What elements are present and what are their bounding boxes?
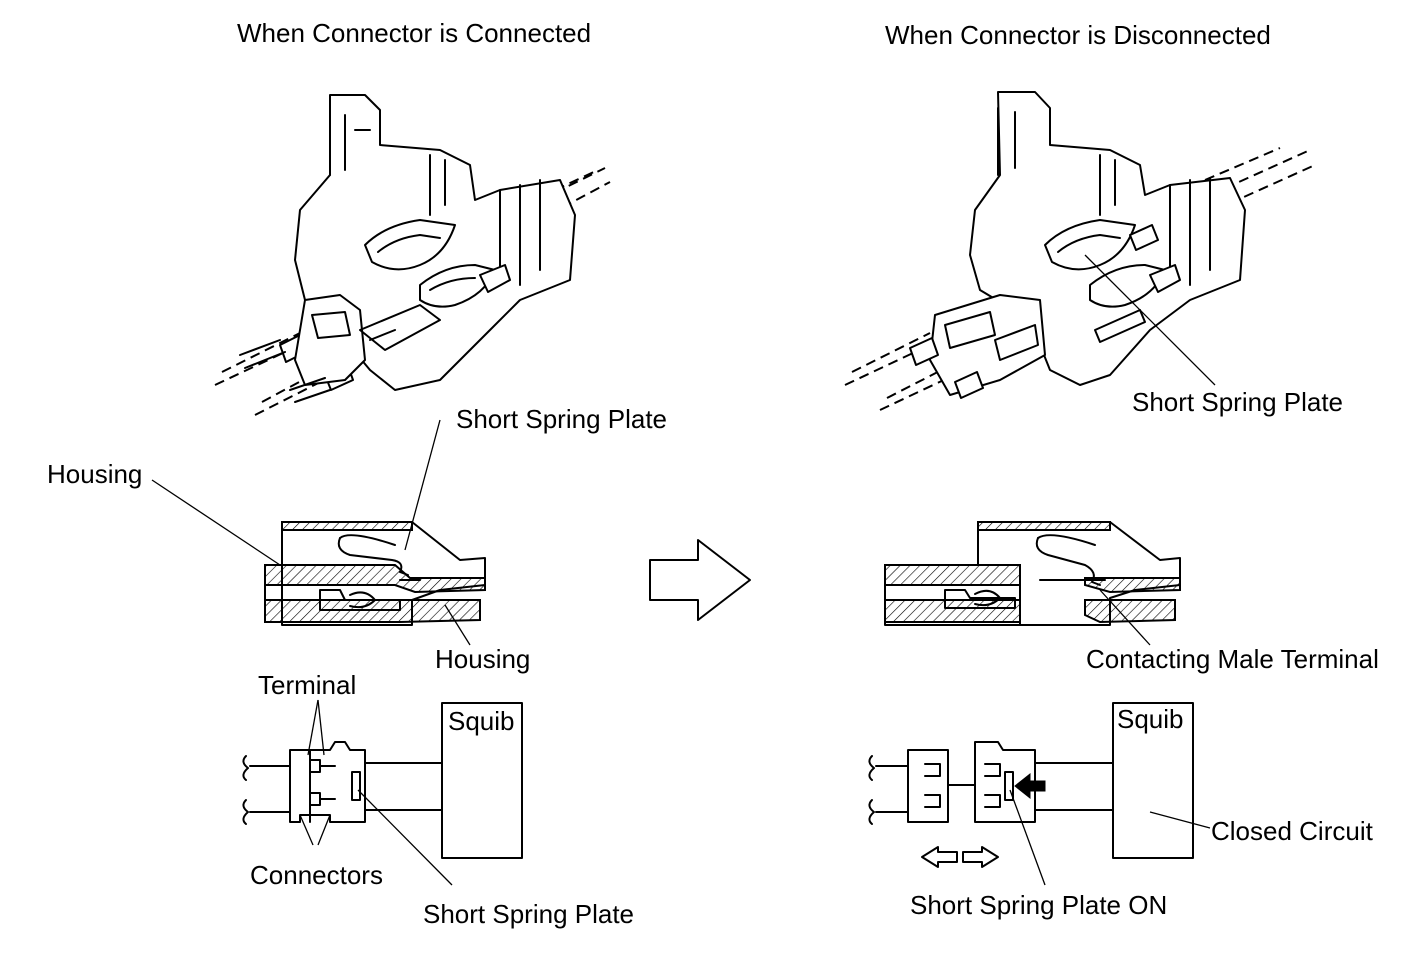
- housing-leader-upper: [151, 479, 281, 566]
- disconnected-assembly-illustration: [844, 91, 1316, 411]
- label-connectors: Connectors: [250, 860, 383, 890]
- label-contacting-male-terminal: Contacting Male Terminal: [1086, 644, 1379, 674]
- disconnected-schematic: [868, 702, 1211, 886]
- label-short-spring-plate-on: Short Spring Plate ON: [910, 890, 1168, 920]
- title-connected: When Connector is Connected: [237, 18, 592, 48]
- label-squib-right: Squib: [1117, 704, 1184, 734]
- disconnected-cross-section: [884, 521, 1181, 646]
- label-short-spring-plate-left-bottom: Short Spring Plate: [423, 899, 635, 929]
- right-arrow-outline-icon: [649, 539, 751, 621]
- label-short-spring-plate-right-top: Short Spring Plate: [1132, 387, 1344, 417]
- housing-leader-lower: [444, 604, 471, 646]
- connected-schematic: [242, 699, 523, 886]
- label-terminal: Terminal: [258, 670, 357, 700]
- double-outline-arrow-icon: [921, 846, 999, 868]
- connected-assembly-illustration: [214, 94, 611, 416]
- label-closed-circuit: Closed Circuit: [1211, 816, 1373, 846]
- solid-left-arrow-icon: [1014, 772, 1046, 800]
- label-short-spring-plate-left-top: Short Spring Plate: [456, 404, 668, 434]
- title-disconnected: When Connector is Disconnected: [885, 20, 1271, 50]
- label-housing-upper: Housing: [47, 459, 143, 489]
- connected-cross-section: [264, 419, 486, 626]
- label-housing-lower: Housing: [435, 644, 531, 674]
- label-squib-left: Squib: [448, 706, 515, 736]
